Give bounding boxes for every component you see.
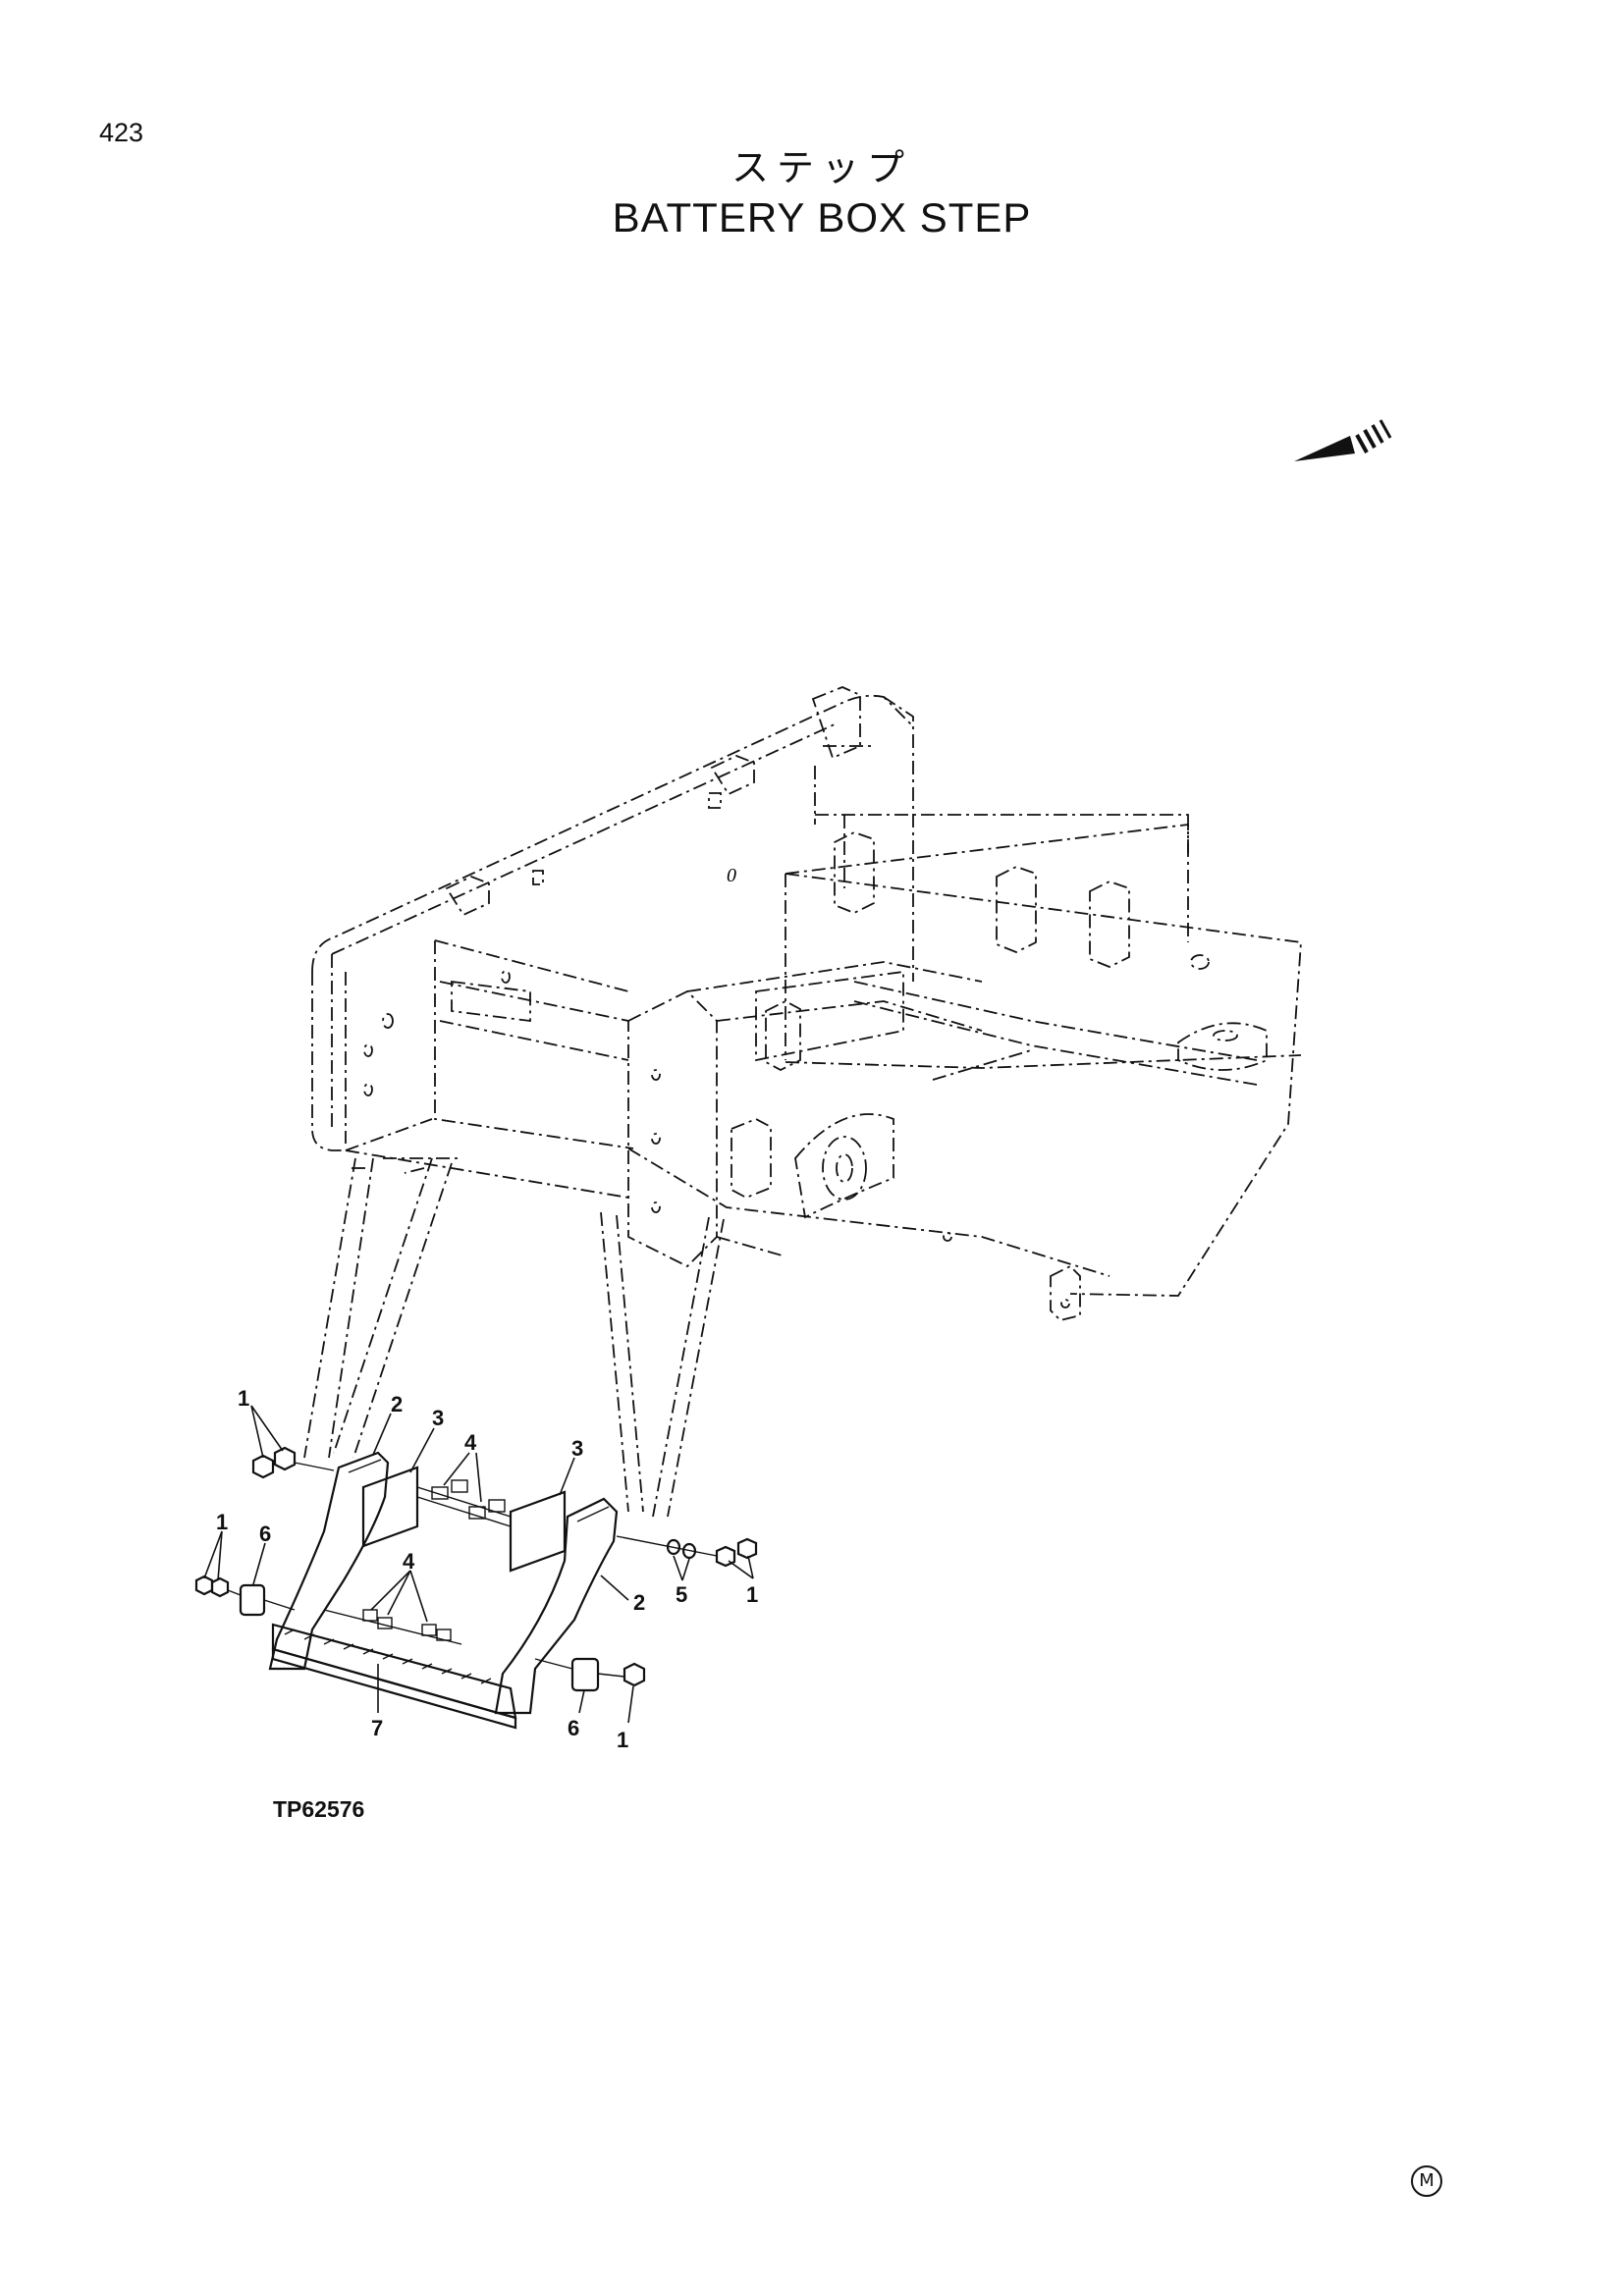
- callout-c4b: 4: [370, 1549, 428, 1623]
- svg-text:7: 7: [371, 1716, 383, 1740]
- callout-c5: 5: [673, 1555, 690, 1607]
- callout-c6b: 6: [568, 1689, 585, 1740]
- callout-c3a: 3: [409, 1406, 444, 1473]
- svg-text:4: 4: [464, 1430, 477, 1455]
- callout-c6a: 6: [252, 1522, 271, 1585]
- callout-c2b: 2: [600, 1575, 645, 1615]
- svg-text:3: 3: [432, 1406, 444, 1430]
- svg-text:1: 1: [238, 1386, 249, 1411]
- svg-text:2: 2: [391, 1392, 403, 1416]
- svg-text:6: 6: [568, 1716, 579, 1740]
- svg-text:2: 2: [633, 1590, 645, 1615]
- callout-c1c: 1: [728, 1555, 758, 1607]
- callout-c3b: 3: [559, 1436, 583, 1496]
- page-number: 423: [99, 118, 144, 147]
- step-assembly: [194, 1446, 758, 1730]
- svg-text:1: 1: [216, 1510, 228, 1534]
- figure-reference-code: TP62576: [273, 1796, 365, 1822]
- callout-c1a: 1: [238, 1386, 284, 1459]
- svg-text:1: 1: [617, 1728, 628, 1752]
- callout-c1d: 1: [617, 1685, 634, 1752]
- title-english: BATTERY BOX STEP: [612, 194, 1032, 240]
- svg-text:5: 5: [676, 1582, 687, 1607]
- callouts: 1 2 3 4 3 1 6: [203, 1386, 758, 1752]
- frame-phantom-outline: 0: [311, 686, 1302, 1321]
- frame-hole-label: 0: [727, 865, 736, 886]
- title-japanese: ステップ: [731, 146, 912, 189]
- callout-c4a: 4: [443, 1430, 482, 1503]
- svg-text:4: 4: [403, 1549, 415, 1574]
- callout-c7: 7: [371, 1664, 383, 1740]
- svg-text:1: 1: [746, 1582, 758, 1607]
- manufacturer-mark-icon: M: [1411, 2165, 1442, 2197]
- svg-text:3: 3: [571, 1436, 583, 1461]
- assembly-guide-lines: [303, 1157, 725, 1518]
- front-direction-arrow-icon: [1294, 419, 1392, 461]
- svg-text:6: 6: [259, 1522, 271, 1546]
- callout-c1b: 1: [203, 1510, 228, 1581]
- callout-c2a: 2: [372, 1392, 403, 1456]
